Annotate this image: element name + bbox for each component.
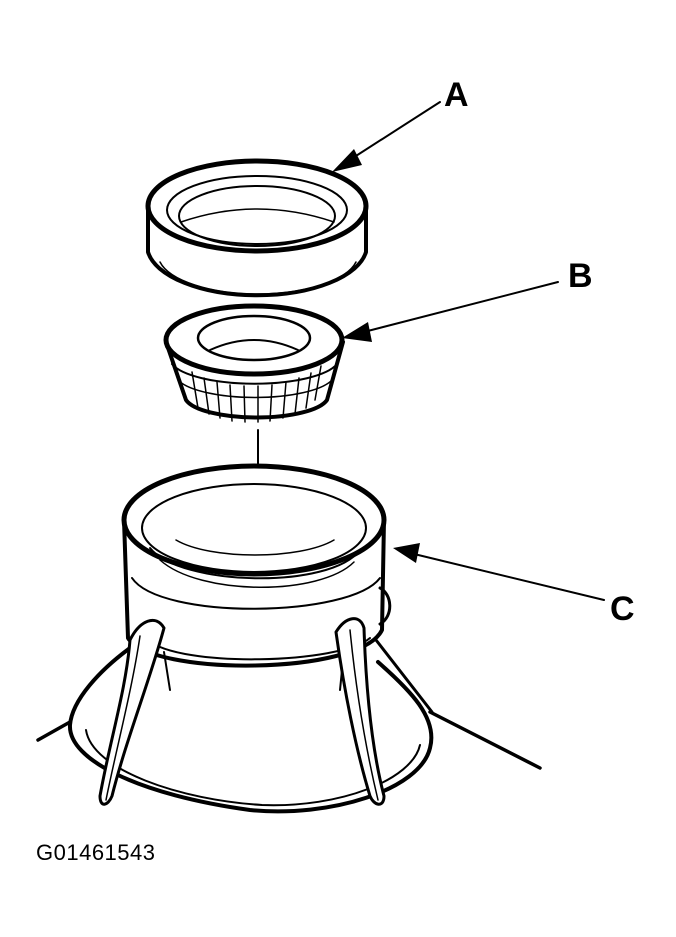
bearing-cone-b (163, 303, 345, 423)
callout-label-a: A (444, 76, 469, 114)
leader-line-a (332, 101, 441, 172)
leader-line-b (342, 281, 559, 342)
leader-line-c (393, 543, 605, 601)
callout-label-b: B (568, 257, 593, 295)
figure-code: G01461543 (36, 840, 156, 865)
rollers (191, 365, 322, 423)
outer-race-a (145, 158, 369, 298)
housing-c (36, 463, 542, 814)
callout-label-c: C (610, 590, 635, 628)
